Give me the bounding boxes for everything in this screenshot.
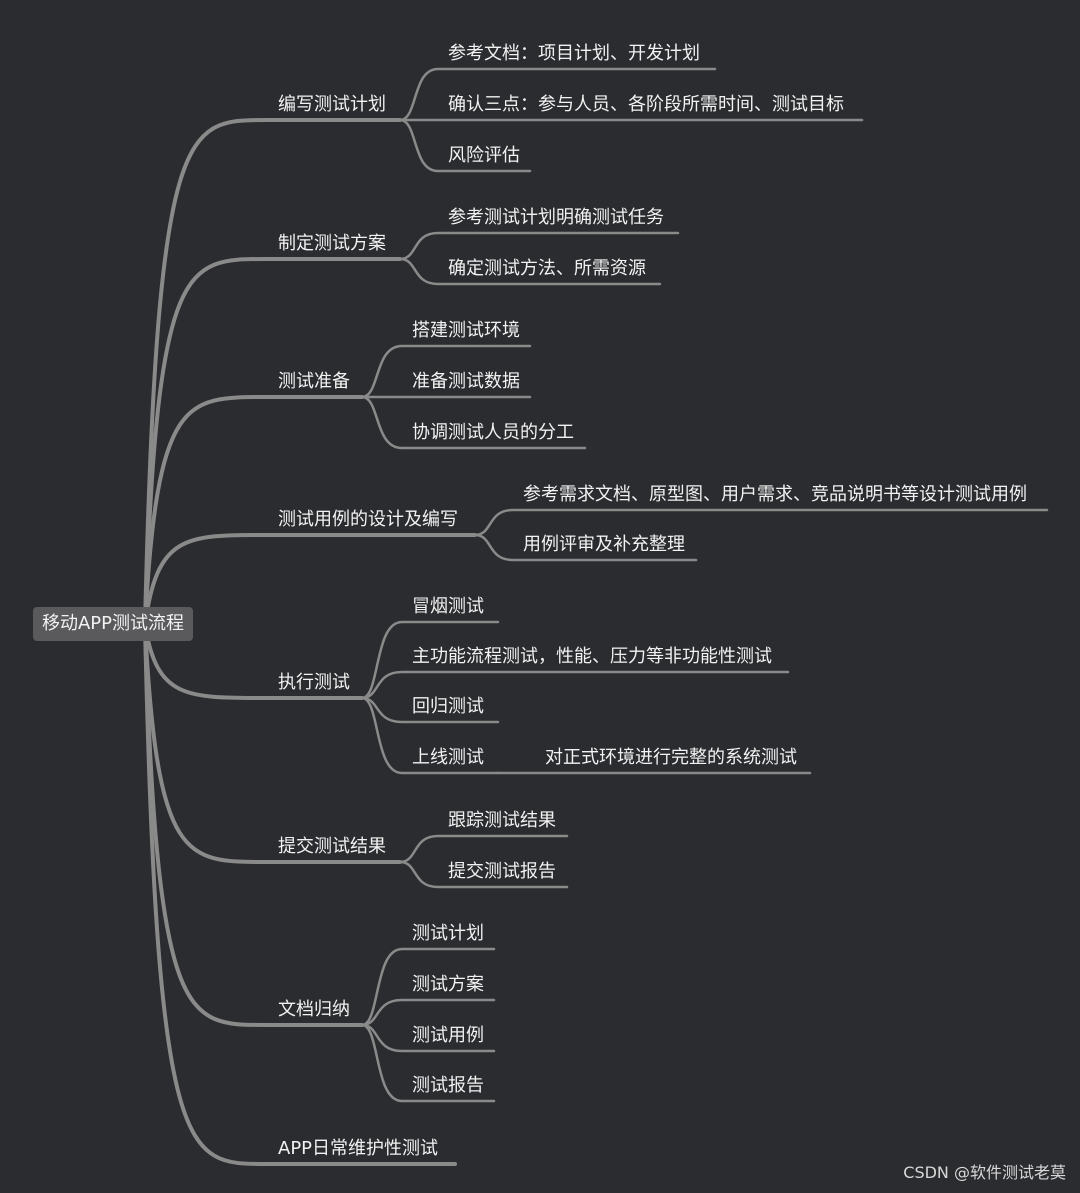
branch-connector [143,623,402,864]
branch-connector [143,118,402,627]
child-node[interactable]: 冒烟测试 [412,596,484,617]
child-connector [473,508,1049,537]
child-node[interactable]: 确定测试方法、所需资源 [448,258,646,279]
child-node[interactable]: 确认三点：参与人员、各阶段所需时间、测试目标 [448,94,844,115]
branch-node[interactable]: APP日常维护性测试 [278,1138,439,1159]
child-node[interactable]: 参考需求文档、原型图、用户需求、竞品说明书等设计测试用例 [523,484,1027,505]
branch-node[interactable]: 制定测试方案 [278,233,386,254]
branch-connector [143,533,477,627]
child-node[interactable]: 参考文档：项目计划、开发计划 [448,43,700,64]
child-connector [360,947,496,1027]
child-node[interactable]: 用例评审及补充整理 [523,534,685,555]
watermark: CSDN @软件测试老莫 [903,1163,1066,1182]
branch-node[interactable]: 测试用例的设计及编写 [278,509,458,530]
child-node[interactable]: 提交测试报告 [448,861,556,882]
child-node[interactable]: 测试计划 [412,923,484,944]
child-connector [360,998,496,1027]
child-connector [398,67,717,122]
child-connector [360,696,500,775]
child-connector [360,670,790,700]
child-node[interactable]: 风险评估 [448,145,520,166]
child-node[interactable]: 回归测试 [412,696,484,717]
branch-node[interactable]: 提交测试结果 [278,836,386,857]
child-node[interactable]: 准备测试数据 [412,371,520,392]
branch-node[interactable]: 执行测试 [278,672,350,693]
branch-connector [143,623,364,700]
branch-node[interactable]: 编写测试计划 [278,94,386,115]
child-node[interactable]: 上线测试 [412,747,484,768]
child-connector [360,620,500,700]
branch-connector [143,257,402,627]
branch-node[interactable]: 文档归纳 [278,999,350,1020]
child-node[interactable]: 参考测试计划明确测试任务 [448,207,664,228]
child-connector [360,696,500,724]
child-node[interactable]: 测试用例 [412,1025,484,1046]
branch-node[interactable]: 测试准备 [278,371,350,392]
child-connector [473,533,698,562]
branch-connector [143,623,457,1166]
child-node[interactable]: 主功能流程测试，性能、压力等非功能性测试 [412,646,772,667]
branch-connector [143,395,364,627]
child-connector [398,834,569,864]
child-connector [360,395,587,450]
child-connector [398,860,569,889]
branch-connector [143,623,364,1027]
grandchild-node[interactable]: 对正式环境进行完整的系统测试 [545,747,797,768]
child-node[interactable]: 测试方案 [412,974,484,995]
child-connector [360,1023,496,1103]
root-node[interactable]: 移动APP测试流程 [33,607,193,641]
child-connector [398,257,662,286]
child-connector [398,231,680,261]
child-node[interactable]: 跟踪测试结果 [448,810,556,831]
child-node[interactable]: 搭建测试环境 [412,320,520,341]
child-node[interactable]: 测试报告 [412,1075,484,1096]
child-node[interactable]: 协调测试人员的分工 [412,422,574,443]
child-connector [398,118,532,173]
child-connector [360,344,532,399]
